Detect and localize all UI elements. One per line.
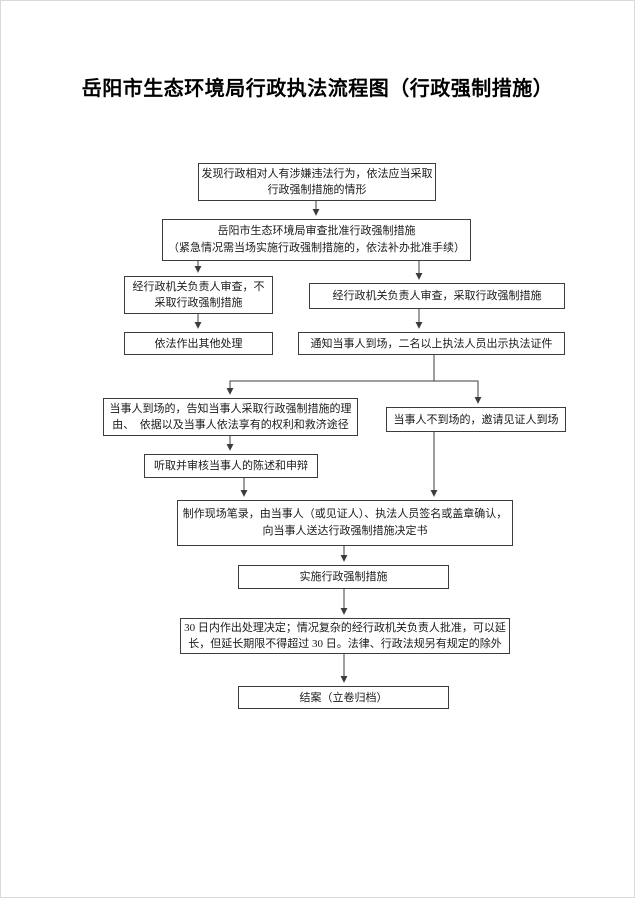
flow-node-close-case: 结案（立卷归档） (238, 686, 449, 709)
flow-node-implement: 实施行政强制措施 (238, 565, 449, 589)
flow-node-party-absent: 当事人不到场的，邀请见证人到场 (386, 407, 566, 432)
page-title: 岳阳市生态环境局行政执法流程图（行政强制措施） (81, 78, 554, 100)
flow-node-30day-decision: 30 日内作出处理决定；情况复杂的经行政机关负责人批准，可以延 长，但延长期限不… (180, 618, 510, 654)
flow-node-review: 岳阳市生态环境局审查批准行政强制措施 （紧急情况需当场实施行政强制措施的，依法补… (162, 219, 471, 261)
flow-node-other-handling: 依法作出其他处理 (124, 332, 273, 355)
flow-node-site-record: 制作现场笔录，由当事人（或见证人）、执法人员签名或盖章确认， 向当事人送达行政强… (177, 500, 513, 546)
flow-node-take-measure: 经行政机关负责人审查，采取行政强制措施 (309, 283, 565, 309)
flow-node-notify-party: 通知当事人到场，二名以上执法人员出示执法证件 (298, 332, 565, 355)
flow-node-no-measure: 经行政机关负责人审查，不 采取行政强制措施 (124, 276, 273, 314)
flow-node-start: 发现行政相对人有涉嫌违法行为，依法应当采取 行政强制措施的情形 (198, 163, 436, 201)
flow-node-hear-statement: 听取并审核当事人的陈述和申辩 (144, 454, 318, 478)
flow-node-party-present: 当事人到场的，告知当事人采取行政强制措施的理 由、 依据以及当事人依法享有的权利… (103, 398, 358, 436)
